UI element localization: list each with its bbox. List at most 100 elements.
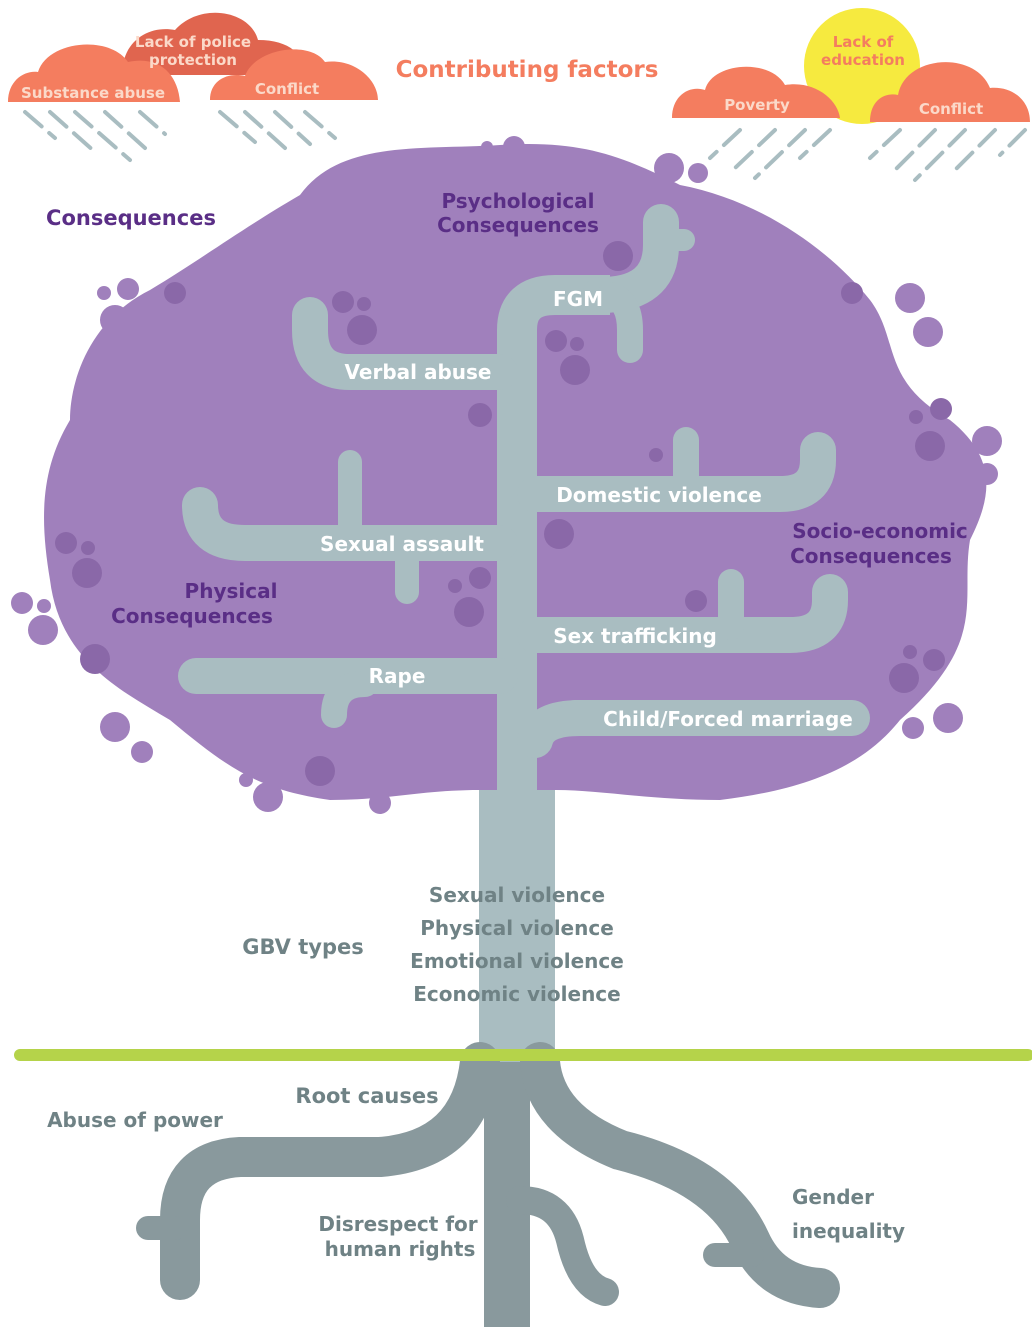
- sex-trafficking-branch: [517, 574, 848, 653]
- canopy-dot: [469, 567, 491, 589]
- outer-dot: [503, 136, 525, 158]
- rain-streak: [103, 110, 147, 150]
- root-cause-gender-2: inequality: [792, 1219, 905, 1243]
- root-right: [520, 1042, 840, 1308]
- branch-label-domestic-violence: Domestic violence: [556, 483, 762, 507]
- fgm-twig: [597, 282, 643, 363]
- branch-label-sex-trafficking: Sex trafficking: [553, 624, 717, 648]
- rain-streak: [48, 110, 97, 154]
- outer-dot: [37, 599, 51, 613]
- outer-dot: [117, 278, 139, 300]
- root-cause-gender-1: Gender: [792, 1185, 874, 1209]
- canopy-dot: [889, 663, 919, 693]
- outer-dot: [28, 615, 58, 645]
- canopy-dot: [903, 645, 917, 659]
- outer-dot: [97, 286, 111, 300]
- gbv-type-sexual: Sexual violence: [429, 883, 605, 907]
- physical-label-1: Physical: [185, 579, 278, 603]
- gbv-type-economic: Economic violence: [413, 982, 620, 1006]
- rain-streak: [218, 110, 257, 144]
- canopy-dot: [305, 756, 335, 786]
- roots: [136, 1042, 840, 1327]
- canopy-dot: [560, 355, 590, 385]
- cloud-label-poverty: Poverty: [724, 96, 790, 114]
- rain-streak: [708, 128, 742, 160]
- physical-label-2: Consequences: [111, 604, 273, 628]
- cloud-conflict-left: [210, 49, 378, 100]
- trunk-and-branches: [178, 204, 870, 1062]
- outer-dot: [369, 792, 391, 814]
- verbal-abuse-branch: [292, 297, 518, 390]
- branch-label-fgm: FGM: [553, 287, 603, 311]
- rain-streak: [868, 128, 902, 160]
- cloud-label-substance-abuse: Substance abuse: [21, 84, 165, 102]
- cloud-conflict-right: [870, 62, 1030, 122]
- canopy-dot: [923, 649, 945, 671]
- root-causes-label: Root causes: [295, 1084, 438, 1108]
- root-left: [160, 1042, 500, 1300]
- psychological-label-1: Psychological: [441, 189, 594, 213]
- rain-streak: [243, 110, 287, 150]
- outer-dot: [11, 592, 33, 614]
- canopy-dot: [164, 282, 186, 304]
- canopy-dot: [685, 590, 707, 612]
- canopy-dot: [448, 579, 462, 593]
- rain-streak: [23, 110, 57, 140]
- outer-dot: [100, 305, 130, 335]
- branch-label-child-marriage: Child/Forced marriage: [603, 707, 853, 731]
- canopy-dot: [332, 291, 354, 313]
- sexual-assault-branch: [182, 487, 518, 561]
- branch-label-rape: Rape: [369, 664, 426, 688]
- labels: Lack of police protection Substance abus…: [21, 33, 983, 1261]
- cloud-label-conflict-right: Conflict: [919, 100, 983, 118]
- gbv-types-label: GBV types: [242, 935, 363, 959]
- outer-dot: [972, 426, 1002, 456]
- canopy-dot: [55, 532, 77, 554]
- rain-streak: [733, 128, 777, 170]
- canopy-dot: [603, 241, 633, 271]
- socio-economic-label-1: Socio-economic: [792, 519, 968, 543]
- canopy-dot: [80, 644, 110, 674]
- rain-left: [23, 110, 337, 162]
- gbv-type-emotional: Emotional violence: [410, 949, 624, 973]
- outer-dot: [913, 317, 943, 347]
- outer-dot: [654, 153, 684, 183]
- root-cause-disrespect-2: human rights: [325, 1237, 476, 1261]
- canopy-dot: [468, 403, 492, 427]
- outer-dot: [239, 773, 253, 787]
- canopy-dot: [81, 541, 95, 555]
- psychological-label-2: Consequences: [437, 213, 599, 237]
- outer-dots: [11, 136, 1002, 814]
- canopy-dot: [545, 330, 567, 352]
- rape-twig: [321, 671, 378, 728]
- consequences-label: Consequences: [46, 206, 216, 230]
- canopy-dot: [347, 315, 377, 345]
- cloud-group-left: [8, 12, 378, 102]
- root-center-twig: [506, 1186, 619, 1306]
- canopy-dot: [649, 448, 663, 462]
- cloud-label-education-2: education: [821, 51, 905, 69]
- rain-streak: [998, 128, 1027, 157]
- outer-dot: [253, 782, 283, 812]
- cloud-poverty: [672, 66, 840, 118]
- branch-label-verbal-abuse: Verbal abuse: [345, 360, 492, 384]
- canopy-dot: [915, 431, 945, 461]
- cloud-label-education-1: Lack of: [833, 33, 894, 51]
- cloud-label-police-2: protection: [149, 51, 237, 69]
- rain-streak: [798, 128, 832, 160]
- canopy-dot: [357, 297, 371, 311]
- cloud-substance-abuse: [8, 44, 180, 102]
- outer-dot: [688, 163, 708, 183]
- outer-dot: [933, 703, 963, 733]
- canopy-dot: [909, 410, 923, 424]
- rain-streak: [73, 110, 132, 162]
- rain-streak: [303, 110, 337, 140]
- cloud-label-police-1: Lack of police: [135, 33, 251, 51]
- branch-label-sexual-assault: Sexual assault: [320, 532, 484, 556]
- outer-dot: [976, 463, 998, 485]
- outer-dot: [100, 712, 130, 742]
- canopy-dot: [570, 337, 584, 351]
- cloud-group-right: [672, 8, 1030, 124]
- outer-dot: [902, 717, 924, 739]
